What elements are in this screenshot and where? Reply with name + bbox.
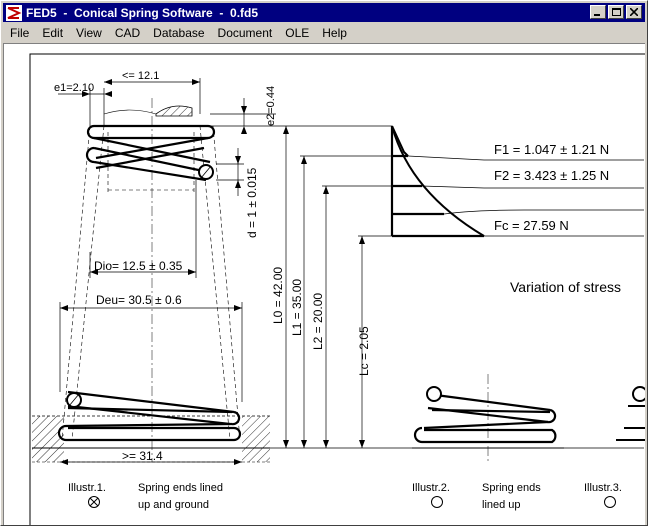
maximize-button[interactable] <box>608 5 624 19</box>
base-width-label: >= 31.4 <box>122 449 163 463</box>
illustr2-radio-icon[interactable] <box>431 496 443 508</box>
illustr2-label: Illustr.2. <box>412 482 450 494</box>
dimension-arrows <box>60 79 365 465</box>
illustr1-desc-line1: Spring ends lined <box>138 482 223 494</box>
minimize-button[interactable] <box>590 5 606 19</box>
F1-label: F1 = 1.047 ± 1.21 N <box>494 142 609 157</box>
L1-label: L1 = 35.00 <box>290 279 304 336</box>
L2-label: L2 = 20.00 <box>311 293 325 350</box>
wire-diameter-label: d = 1 ± 0.015 <box>245 167 259 238</box>
drawing-canvas[interactable]: e1=2.10 <= 12.1 e2=0.44 d = 1 ± 0.015 Di… <box>3 43 645 525</box>
illustr1-selected-icon[interactable] <box>88 496 100 508</box>
illustration-2-spring <box>412 374 564 462</box>
minimize-icon <box>594 14 600 16</box>
F2-label: F2 = 3.423 ± 1.25 N <box>494 168 609 183</box>
variation-of-stress-label: Variation of stress <box>510 279 621 295</box>
title-bar[interactable]: FED5 - Conical Spring Software - 0.fd5 <box>3 3 645 22</box>
window-title: FED5 - Conical Spring Software - 0.fd5 <box>26 5 259 20</box>
fed5-app-icon <box>6 4 22 21</box>
close-icon <box>630 8 638 16</box>
Lc-label: Lc = 2.05 <box>357 326 371 376</box>
force-diagram <box>390 125 644 238</box>
Fc-label: Fc = 27.59 N <box>494 218 569 233</box>
inner-diameter-label: Dio= 12.5 ± 0.35 <box>94 259 183 273</box>
menu-ole[interactable]: OLE <box>285 25 310 40</box>
illustr1-desc-line2: up and ground <box>138 499 209 511</box>
menu-edit[interactable]: Edit <box>42 25 64 40</box>
illustr3-radio-icon[interactable] <box>604 496 616 508</box>
illustration-3-spring <box>616 386 645 441</box>
drawing-frame <box>29 53 645 525</box>
menu-file[interactable]: File <box>10 25 30 40</box>
maximize-icon <box>611 7 621 16</box>
menu-cad[interactable]: CAD <box>114 25 141 40</box>
e2-label: e2=0.44 <box>265 86 277 126</box>
menu-view[interactable]: View <box>76 25 102 40</box>
menu-document[interactable]: Document <box>217 25 273 40</box>
menu-help[interactable]: Help <box>322 25 347 40</box>
menu-bar: File Edit View CAD Database Document OLE… <box>3 23 645 42</box>
L0-label: L0 = 42.00 <box>271 267 285 324</box>
illustr2-desc-line1: Spring ends <box>482 482 541 494</box>
width-top-label: <= 12.1 <box>122 70 159 82</box>
dimension-lines <box>58 78 644 463</box>
outer-diameter-label: Deu= 30.5 ± 0.6 <box>96 293 182 307</box>
menu-database[interactable]: Database <box>153 25 205 40</box>
illustr1-label: Illustr.1. <box>68 482 106 494</box>
illustr3-label: Illustr.3. <box>584 482 622 494</box>
close-button[interactable] <box>626 5 642 19</box>
main-spring <box>32 98 270 463</box>
spring-drawing: e1=2.10 <= 12.1 e2=0.44 d = 1 ± 0.015 Di… <box>29 53 645 525</box>
e1-label: e1=2.10 <box>54 82 94 94</box>
illustr2-desc-line2: lined up <box>482 499 521 511</box>
